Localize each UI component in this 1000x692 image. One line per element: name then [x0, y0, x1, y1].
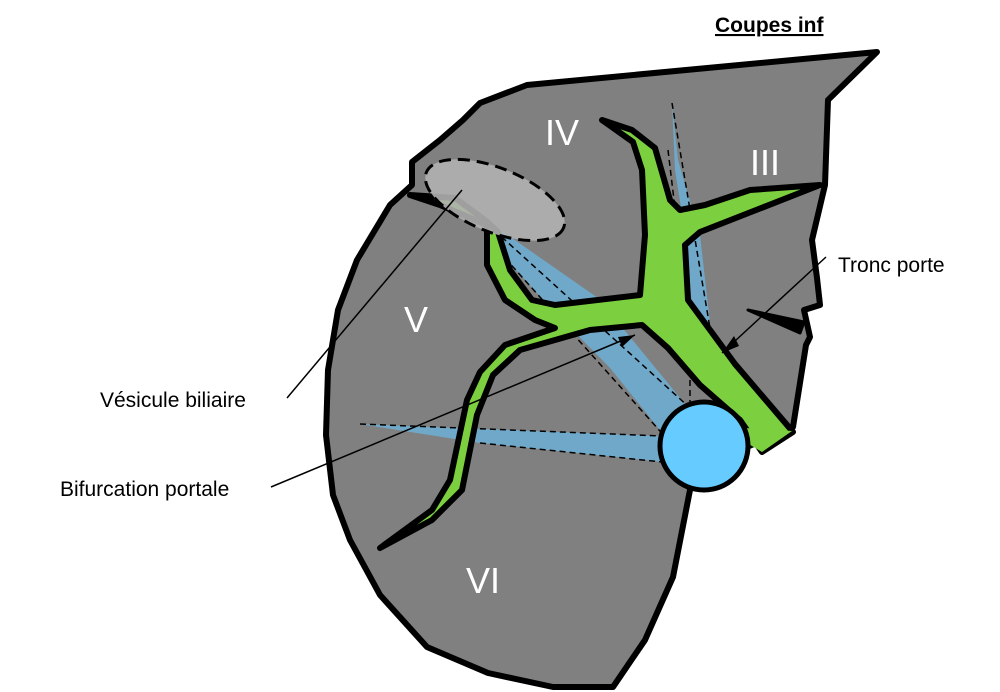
inferior-vena-cava [657, 399, 751, 493]
arrowhead-bifurcation [618, 335, 635, 347]
segment-label-v: V [404, 299, 428, 340]
segment-label-vi: VI [466, 560, 500, 601]
arrowhead-tronc-porte [722, 336, 739, 353]
liver-parenchyma [323, 49, 880, 690]
segment-label-iv: IV [545, 112, 579, 153]
diagram-title: Coupes inf [715, 14, 825, 37]
segment-label-iii: III [750, 142, 780, 183]
label-vesicule-biliaire: Vésicule biliaire [100, 389, 246, 412]
gallbladder [423, 157, 567, 243]
portal-trunk-cut-end [742, 428, 792, 452]
label-bifurcation-portale: Bifurcation portale [60, 478, 229, 501]
hepatic-vein-right [360, 424, 662, 462]
label-tronc-porte: Tronc porte [838, 254, 945, 277]
leader-lines [270, 189, 827, 488]
